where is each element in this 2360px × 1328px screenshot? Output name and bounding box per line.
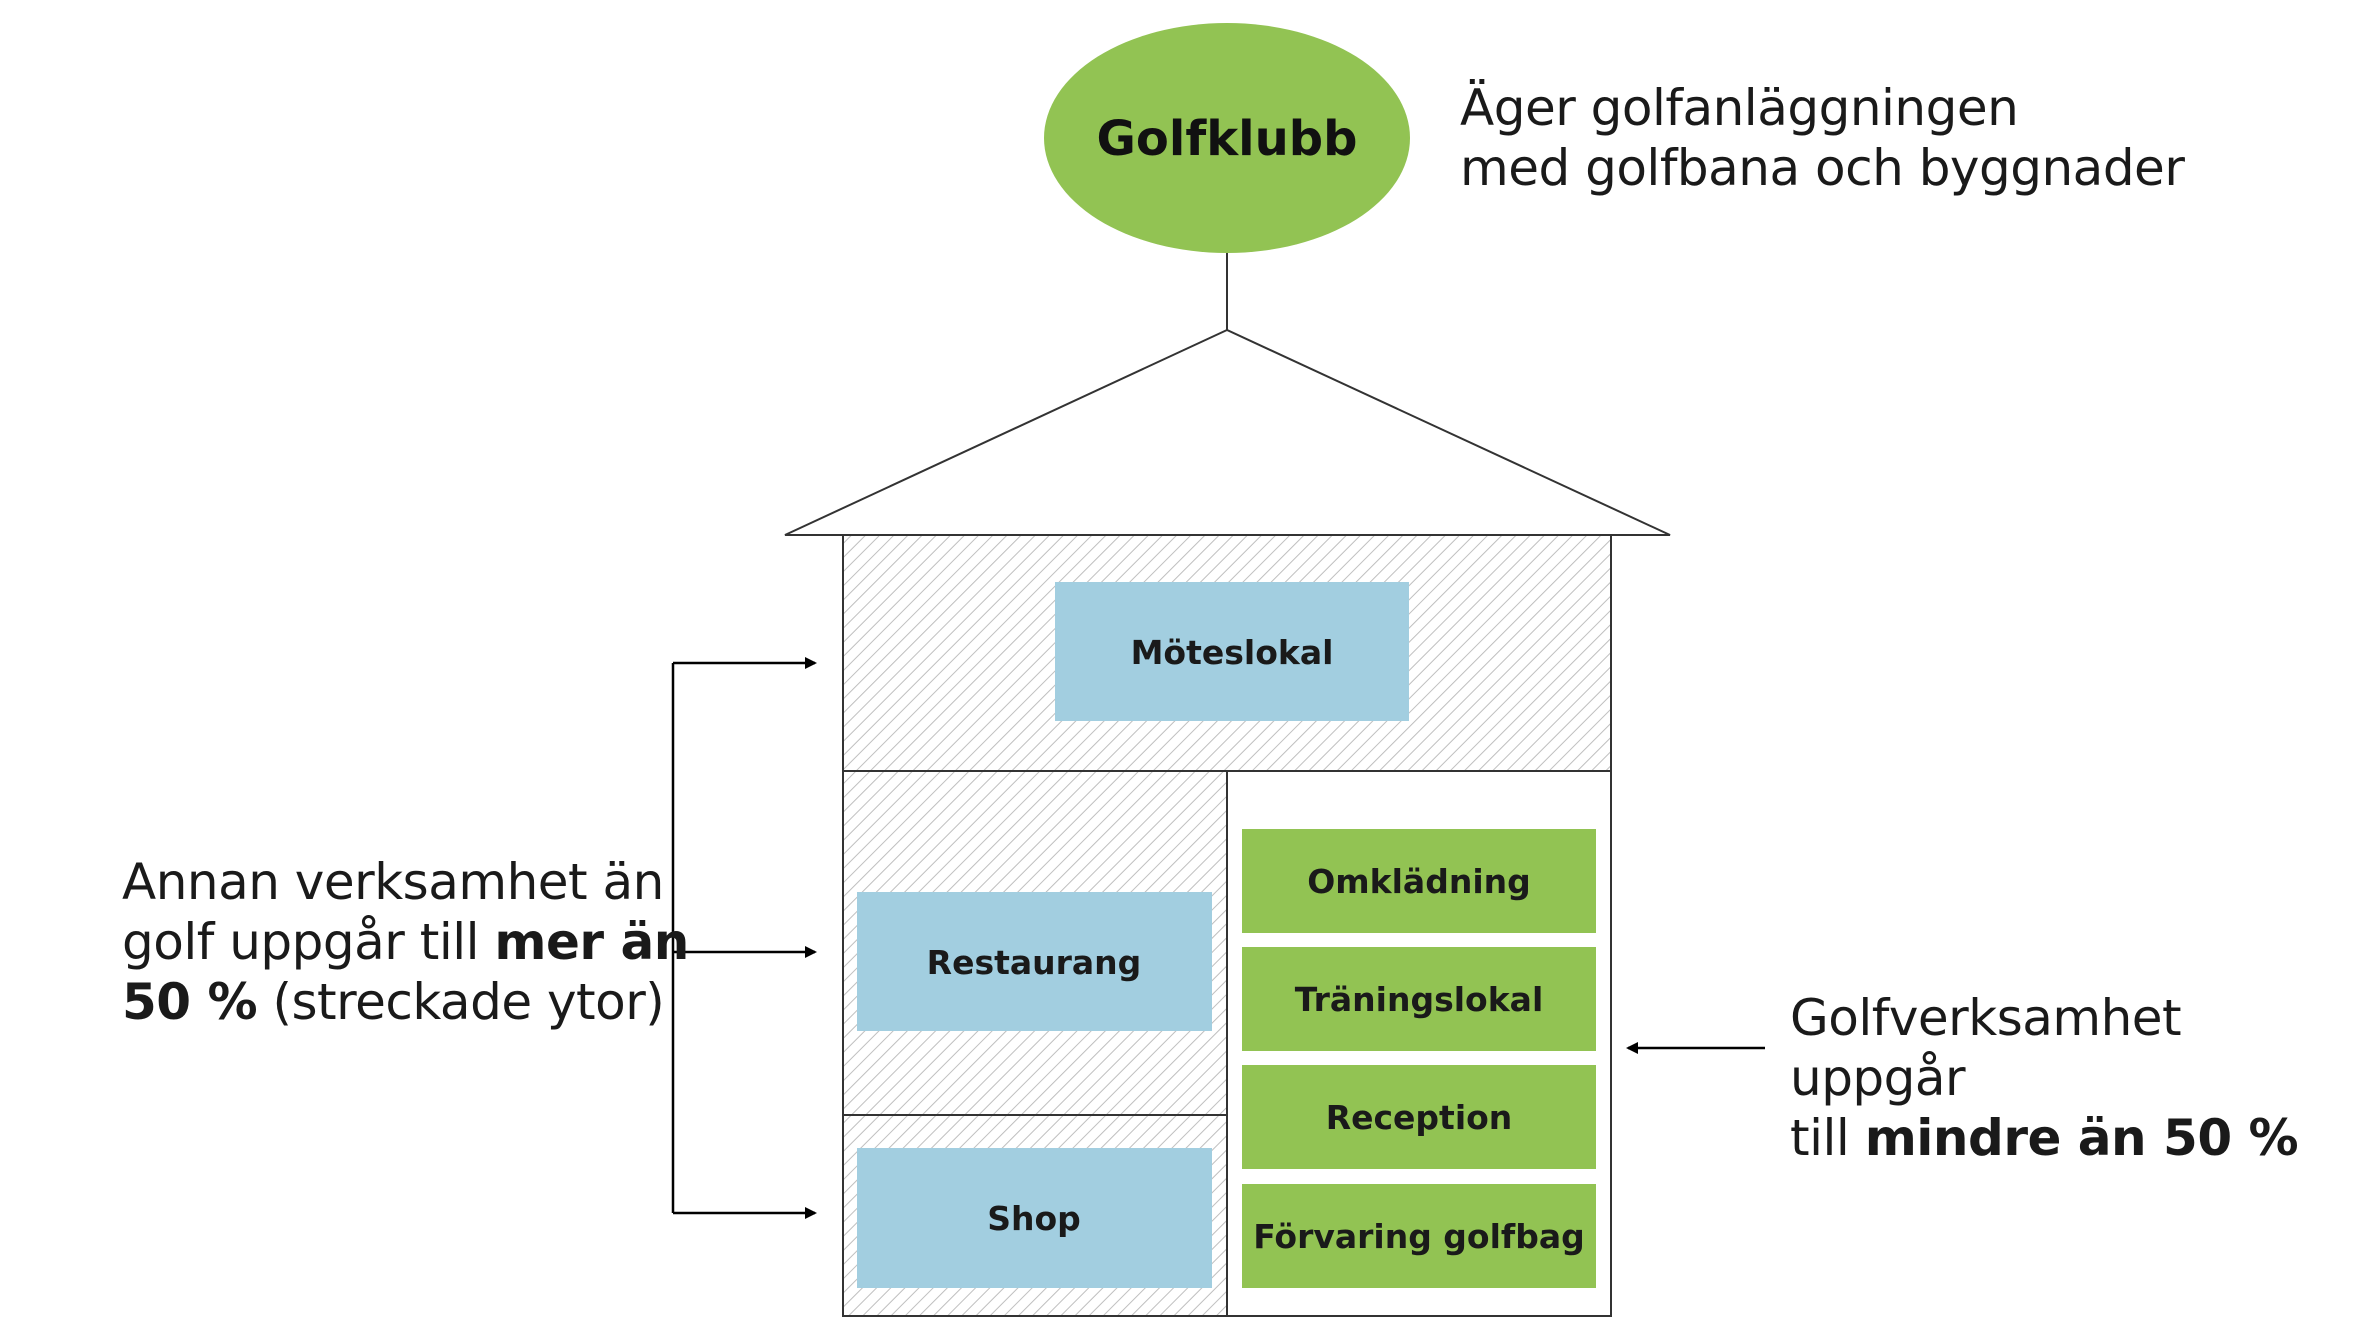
room-forvaring-box <box>1242 1184 1596 1288</box>
room-moteslokal-label: Möteslokal <box>1131 633 1334 672</box>
house-roof <box>784 328 1671 536</box>
right-note-line2-bold: mindre än 50 % <box>1864 1109 2299 1167</box>
right-note-line2: till mindre än 50 % <box>1790 1108 2360 1168</box>
left-bracket-arrows <box>671 657 817 1219</box>
room-reception-box <box>1242 1065 1596 1169</box>
left-note-line2-plain: golf uppgår till <box>122 913 495 971</box>
golfklubb-oval <box>1044 23 1410 253</box>
owner-note-line1: Äger golfanläggningen <box>1460 79 2019 137</box>
left-note-line3: 50 % (streckade ytor) <box>122 972 689 1032</box>
owner-note: Äger golfanläggningen med golfbana och b… <box>1460 78 2185 198</box>
room-moteslokal-box <box>1055 582 1409 721</box>
room-restaurang-box <box>857 892 1212 1031</box>
room-shop-label: Shop <box>987 1199 1081 1238</box>
room-traningslokal-label: Träningslokal <box>1295 980 1544 1019</box>
left-note-line3-bold: 50 % <box>122 973 258 1031</box>
room-traningslokal-box <box>1242 947 1596 1051</box>
room-omkladning-label: Omklädning <box>1307 862 1531 901</box>
left-note-line2-bold: mer än <box>494 913 689 971</box>
left-note-line3-plain: (streckade ytor) <box>257 973 665 1031</box>
left-note: Annan verksamhet än golf uppgår till mer… <box>122 852 689 1032</box>
owner-note-line2: med golfbana och byggnader <box>1460 139 2185 197</box>
room-forvaring-label: Förvaring golfbag <box>1253 1217 1585 1256</box>
left-note-line2: golf uppgår till mer än <box>122 912 689 972</box>
room-restaurang-label: Restaurang <box>927 943 1142 982</box>
left-note-line1: Annan verksamhet än <box>122 853 664 911</box>
room-omkladning-box <box>1242 829 1596 933</box>
right-note-line1: Golfverksamhet uppgår <box>1790 989 2182 1107</box>
right-note-line2-plain: till <box>1790 1109 1865 1167</box>
golfklubb-label: Golfklubb <box>1097 111 1358 167</box>
room-reception-label: Reception <box>1326 1098 1513 1137</box>
room-shop-box <box>857 1148 1212 1288</box>
right-note: Golfverksamhet uppgår till mindre än 50 … <box>1790 988 2360 1168</box>
